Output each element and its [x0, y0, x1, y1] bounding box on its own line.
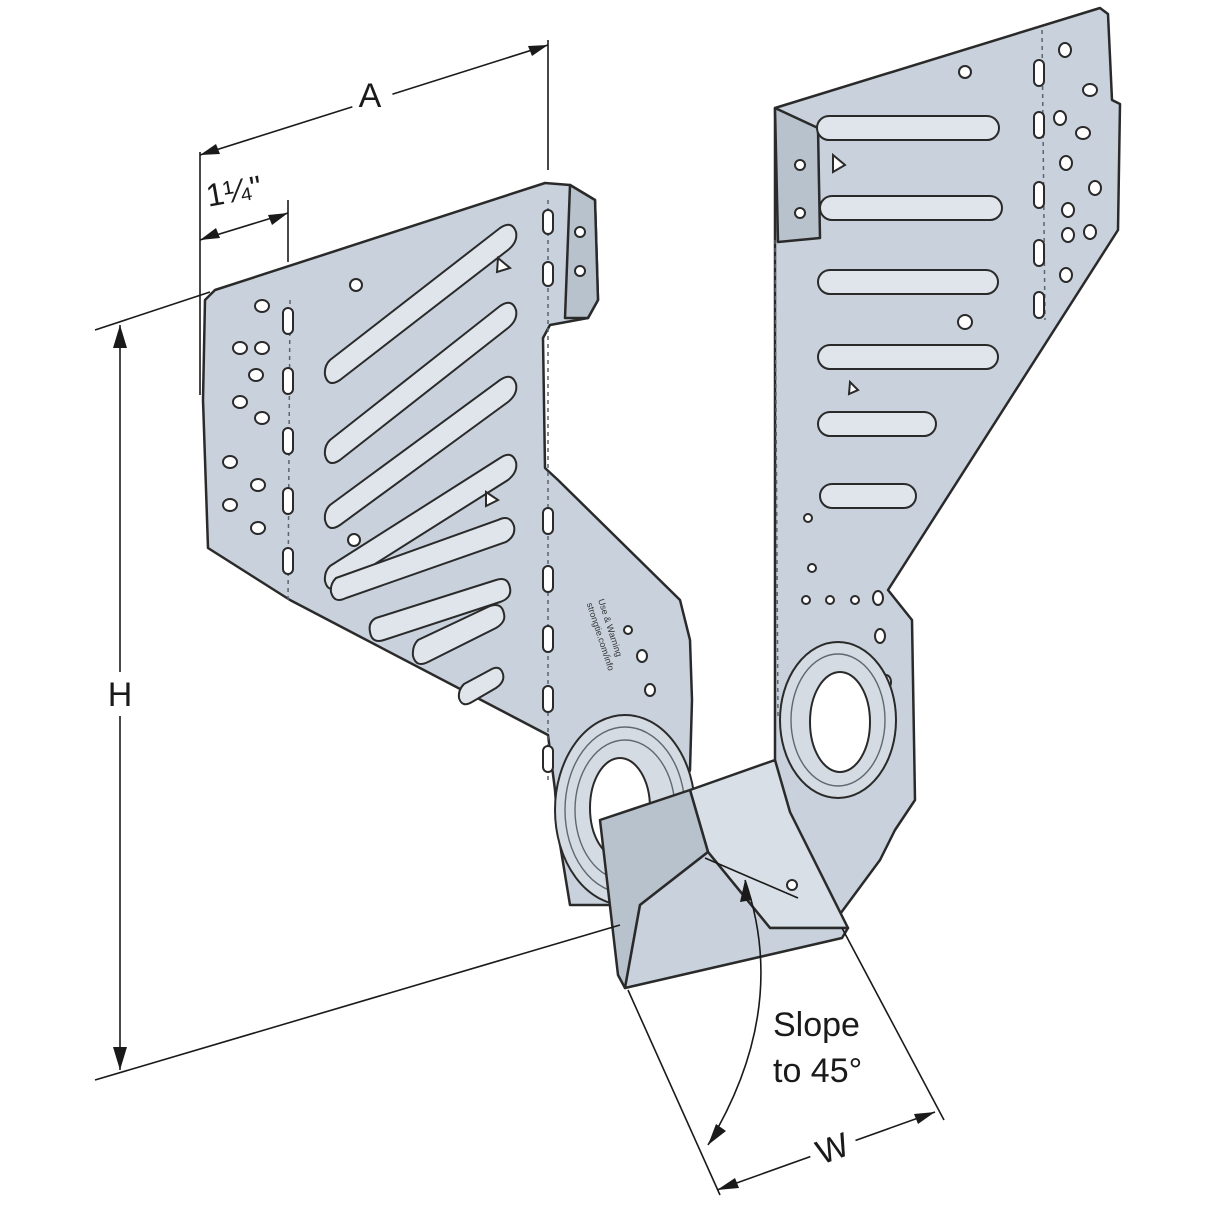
dim-one-quarter-label: 1¼"	[203, 168, 264, 213]
slope-arc	[704, 857, 799, 1146]
right-flange	[773, 6, 1122, 927]
slope-label-line1: Slope	[773, 1006, 860, 1044]
dim-h-label: H	[108, 676, 133, 714]
slope-label-line2: to 45°	[773, 1052, 862, 1090]
hanger-seat	[598, 758, 850, 990]
left-ribs	[323, 223, 518, 706]
dim-a-label: A	[359, 77, 382, 115]
right-ribs	[816, 115, 1003, 509]
dimension-one-quarter	[199, 200, 289, 262]
left-flange: Use & Warning strongtie.com/info	[201, 181, 696, 907]
